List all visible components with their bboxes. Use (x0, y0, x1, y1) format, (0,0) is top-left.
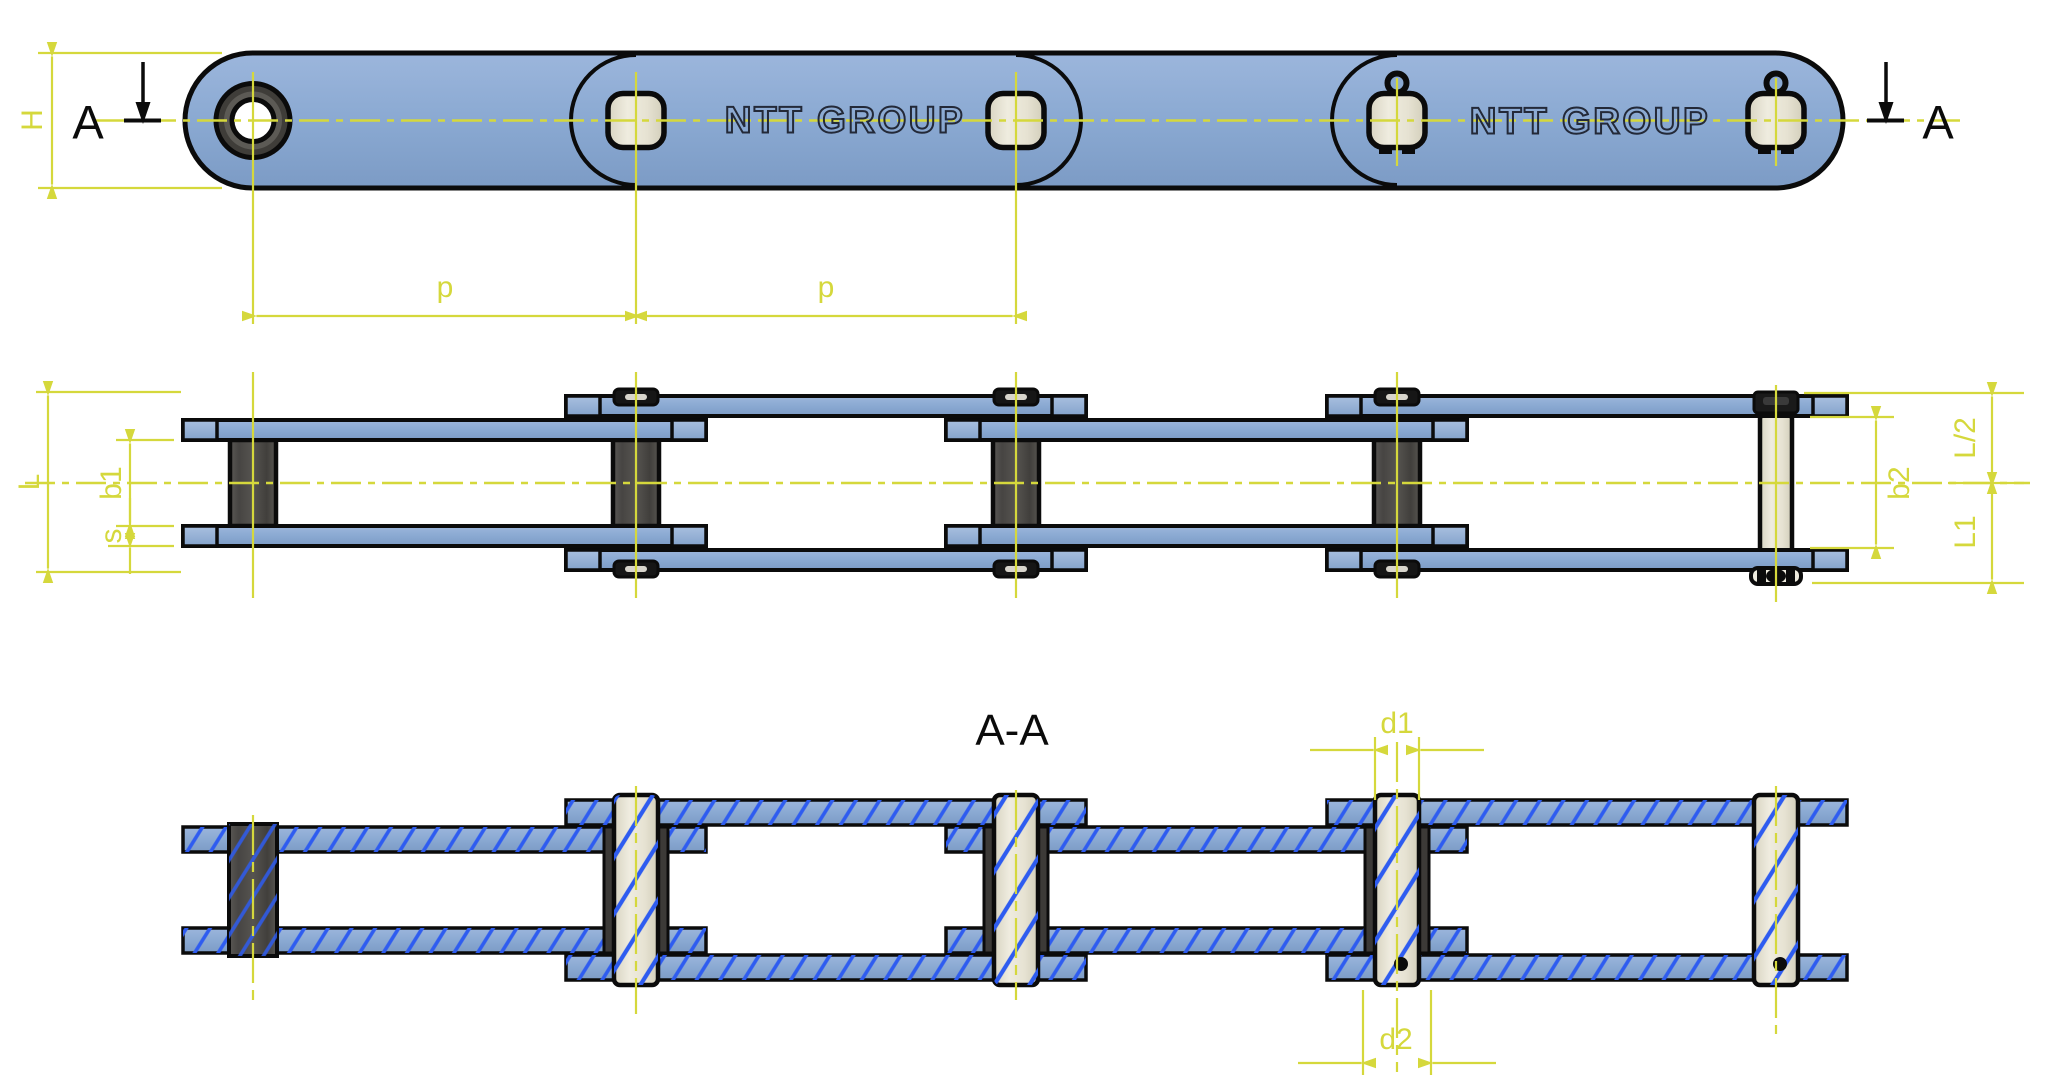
dim-label-p2: p (817, 271, 835, 304)
dim-d1 (1310, 737, 1484, 800)
dim-label-p1: p (436, 271, 454, 304)
brand-text-2: NTT GROUP (1469, 100, 1711, 142)
dim-L (36, 381, 181, 583)
dim-b2 (1810, 406, 1894, 559)
dim-d2 (1298, 990, 1496, 1075)
section-marker-right-label: A (1922, 95, 1954, 149)
dim-label-d1: d1 (1380, 707, 1414, 740)
section-marker-left-label: A (72, 95, 104, 149)
plate-end-caps (181, 394, 1849, 572)
side-view (38, 42, 1960, 324)
dim-label-s: s (95, 528, 128, 544)
dim-label-H: H (16, 109, 49, 131)
section-centerlines (251, 742, 1778, 1072)
section-cut-marker-left (124, 62, 161, 124)
dim-label-L2: L/2 (1949, 417, 1982, 459)
dim-label-b2: b2 (1883, 466, 1916, 500)
dim-H (38, 42, 222, 199)
plan-view (25, 372, 2030, 602)
brand-text-1: NTT GROUP (724, 99, 966, 141)
dim-label-d2: d2 (1379, 1023, 1413, 1056)
dim-label-L: L (13, 473, 46, 491)
dim-s (108, 498, 174, 574)
dim-L2-L1 (1804, 382, 2024, 594)
section-view (181, 737, 1849, 1075)
dim-label-L1: L1 (1949, 515, 1982, 549)
section-cut-marker-right (1867, 62, 1904, 124)
section-title: A-A (975, 706, 1049, 755)
dim-label-b1: b1 (95, 466, 128, 500)
